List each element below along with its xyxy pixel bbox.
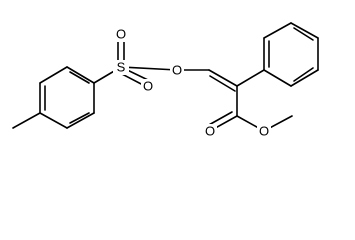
sulfur-label: S xyxy=(117,60,126,75)
chemical-structure: S O O O O O xyxy=(12,22,319,139)
label-mask xyxy=(113,60,129,75)
phenyl-ring xyxy=(263,22,319,87)
bond xyxy=(66,66,95,84)
bond xyxy=(263,69,292,87)
bond-alkene-phenyl xyxy=(236,69,265,87)
bond-inner xyxy=(293,67,314,82)
bond xyxy=(290,69,319,87)
label-mask xyxy=(170,63,184,78)
atom-labels: S O O O O O xyxy=(113,27,271,139)
bond-inner xyxy=(69,112,90,124)
bond-methyl-tolyl xyxy=(12,112,41,129)
bond-c-o-double-b xyxy=(206,111,233,127)
bond-c-c-double-a xyxy=(208,69,238,87)
label-mask xyxy=(114,27,128,42)
label-mask xyxy=(203,124,217,139)
bond-s-o-bottom-b xyxy=(119,72,146,87)
tolyl-ring xyxy=(39,66,95,129)
bond-inner xyxy=(69,71,90,84)
sulfonyl-oxygen-bottom-label: O xyxy=(143,79,153,94)
bond-c-c-double-b xyxy=(209,75,236,92)
bond xyxy=(290,22,319,39)
sulfonyl-oxygen-top-label: O xyxy=(116,27,126,42)
bond xyxy=(263,22,292,39)
bond xyxy=(39,66,68,84)
carbonyl-oxygen-label: O xyxy=(205,124,215,139)
bond-s-o-vinyl xyxy=(120,66,178,71)
bonds xyxy=(12,22,319,132)
bond xyxy=(39,112,68,129)
vinyl-oxygen-label: O xyxy=(172,63,182,78)
bond xyxy=(66,112,95,129)
label-mask xyxy=(141,79,155,94)
label-mask xyxy=(257,124,271,139)
methoxy-oxygen-label: O xyxy=(259,124,269,139)
bond-inner xyxy=(293,27,314,41)
